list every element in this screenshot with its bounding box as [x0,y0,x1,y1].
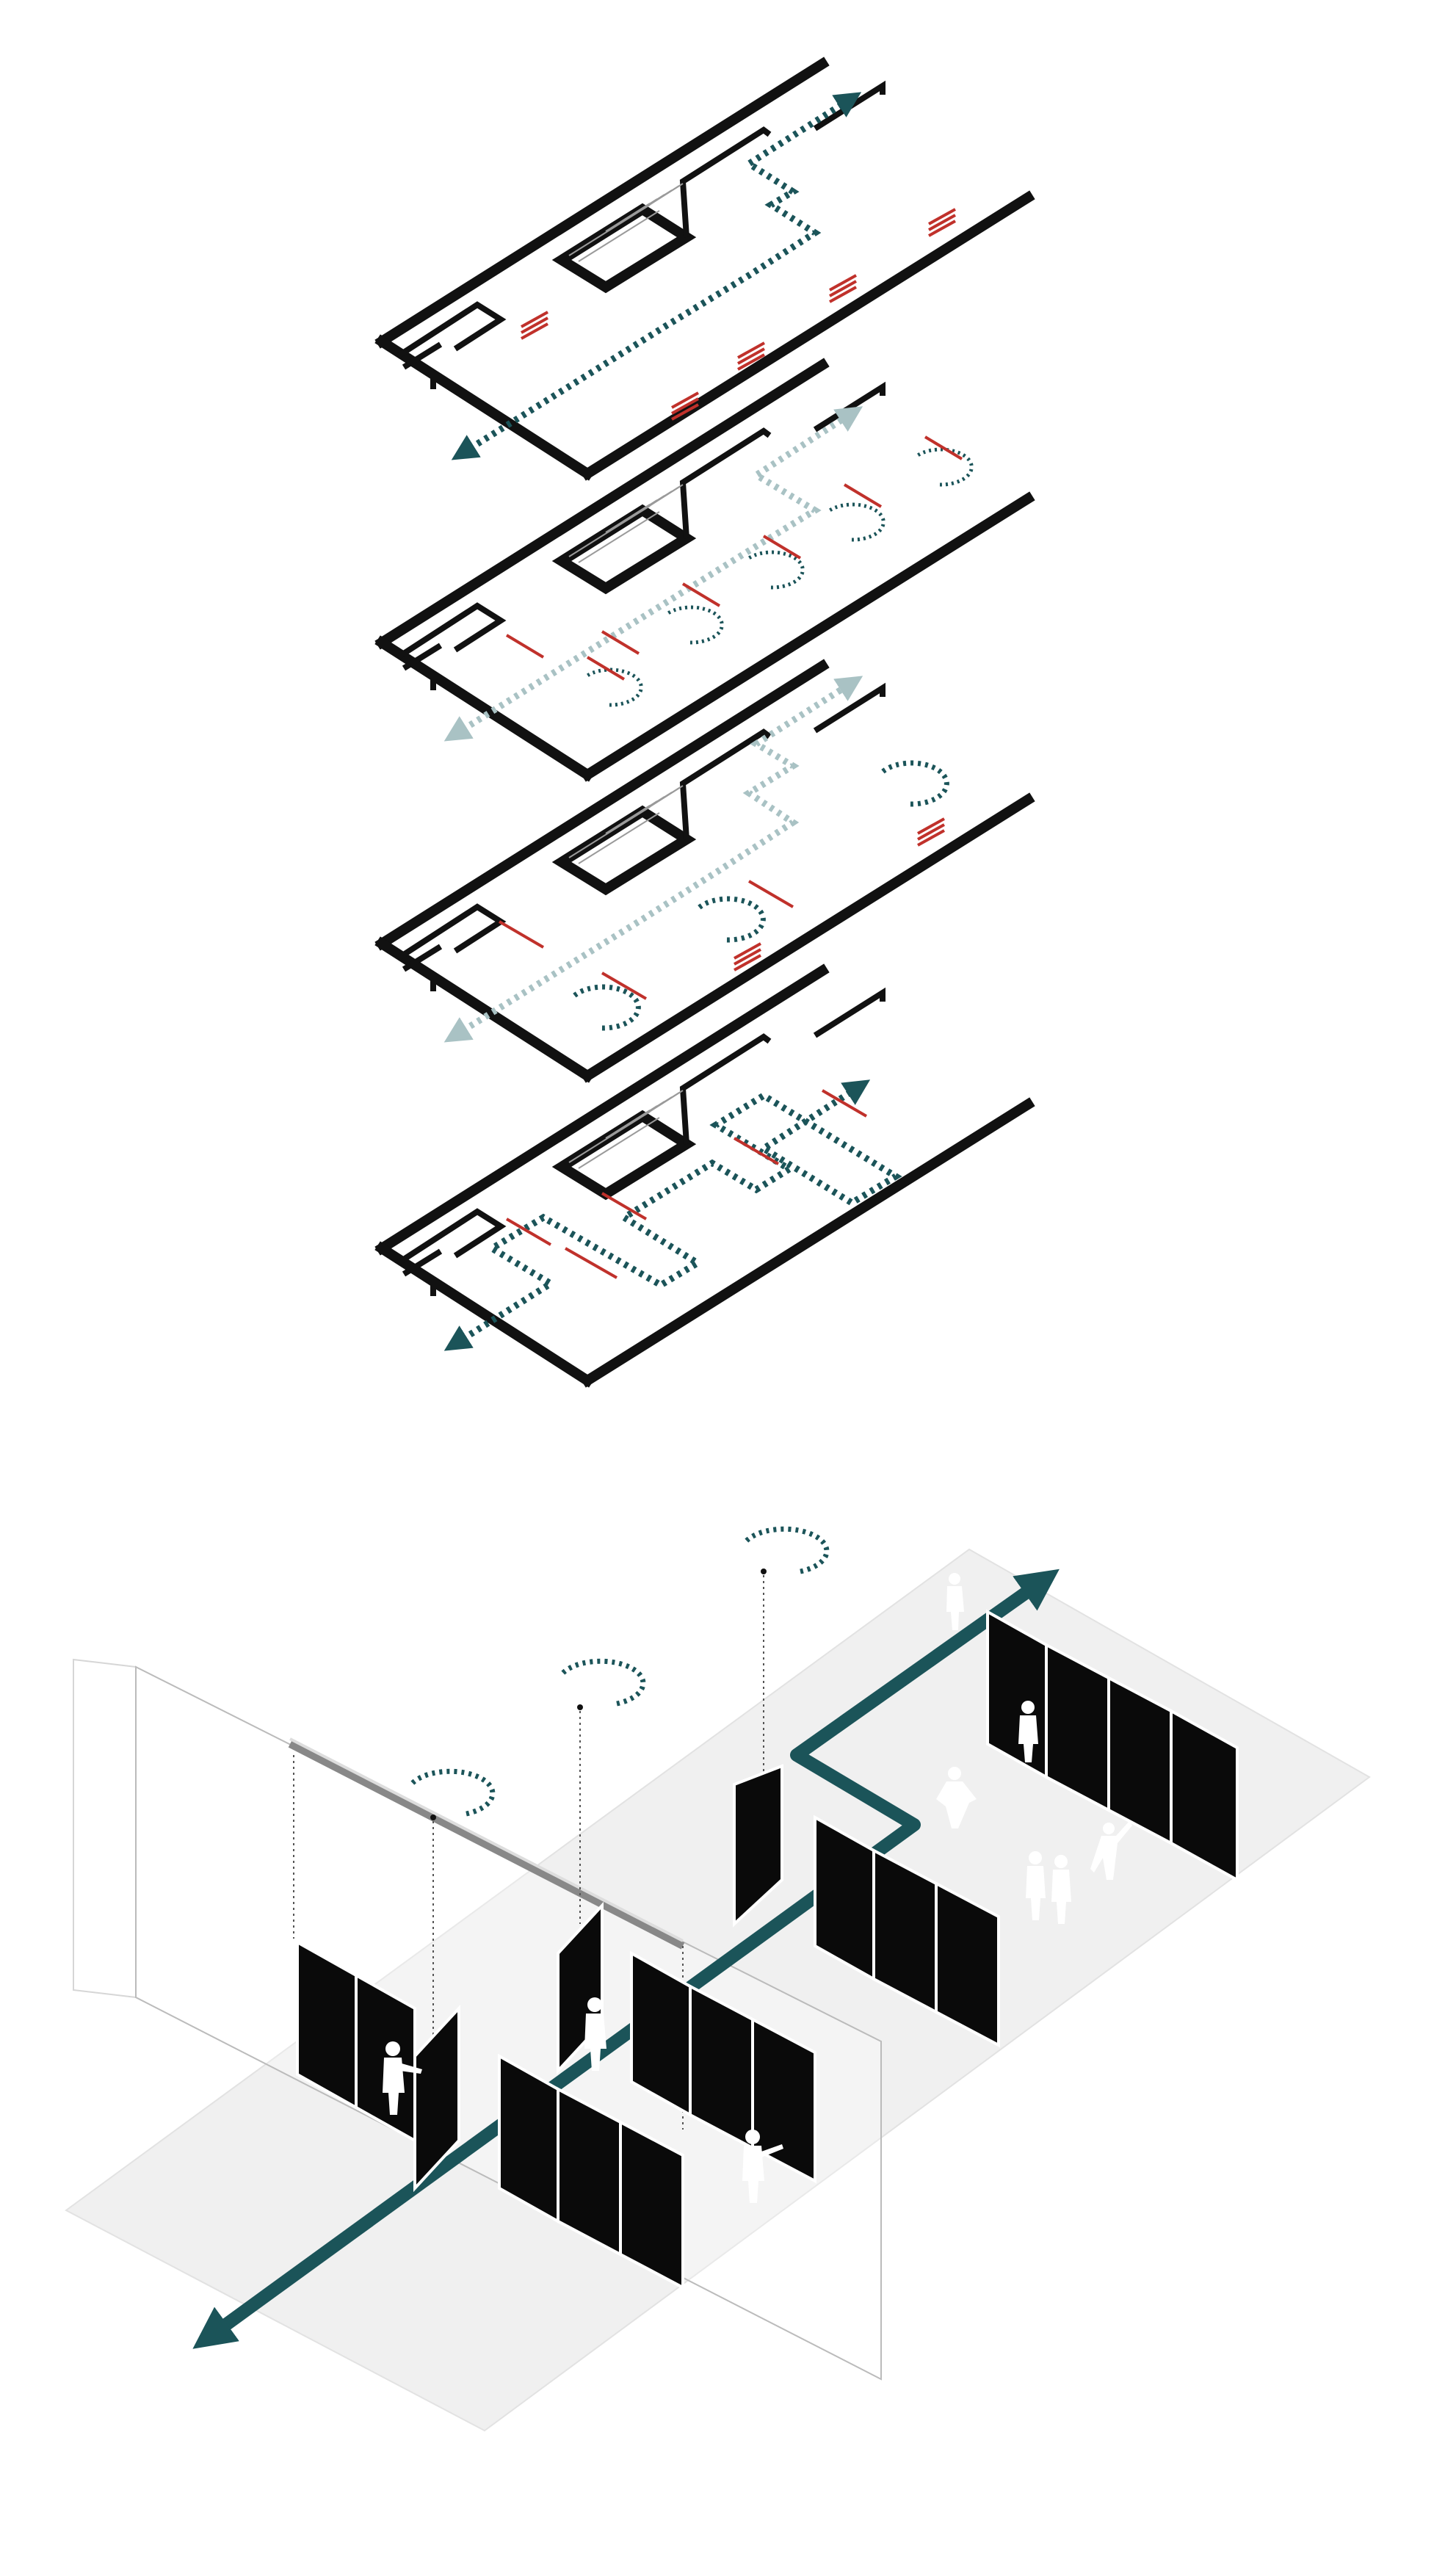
people [383,1573,1132,2203]
plan-level-4 [382,971,1028,1381]
rotation-markers [586,447,974,707]
plan-level-3 [382,666,1028,1076]
partition-marks [498,817,945,1000]
rotation-marker-2 [559,1658,646,1924]
panel-group-6 [814,1815,1000,2048]
partition-marks [505,435,963,681]
person [936,1767,977,1828]
glass-plane-back [73,1658,137,1999]
person [584,1997,606,2071]
panel-group-4 [630,1950,816,2184]
person [946,1573,964,1630]
partition-marks [505,1089,868,1279]
person [383,2041,422,2115]
rotation-marker-1 [293,1755,496,2056]
perspective-view [65,1526,1371,2432]
panel-group-5 [733,1764,783,1928]
person [742,2130,783,2203]
panel-group-2 [498,2053,684,2290]
person [1051,1855,1071,1924]
person [1018,1701,1038,1762]
person [1026,1851,1046,1920]
route-arrow [192,1569,1060,2349]
person [1090,1821,1132,1880]
plan-level-2 [382,365,1028,775]
plan-level-1 [382,64,1028,474]
